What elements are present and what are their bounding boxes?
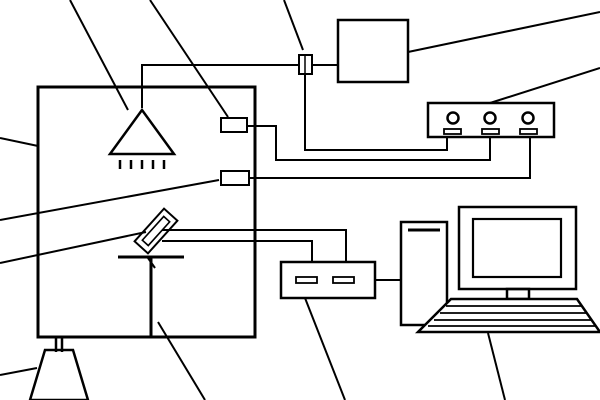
leader-line-computer	[487, 332, 506, 400]
tilted-specimen-icon	[133, 207, 179, 255]
wire-upper-sensor-to-meter	[247, 125, 491, 161]
leader-line-daq	[304, 297, 346, 400]
wire-specimen-to-daq-2	[162, 240, 313, 262]
daq-icon	[279, 260, 377, 300]
wire-specimen-to-daq-1	[162, 229, 347, 262]
three-dial-panel-icon	[426, 101, 556, 139]
table-icon	[118, 255, 184, 337]
leader-line-valve	[283, 0, 304, 51]
controller-box	[336, 18, 410, 84]
leader-line-chamber	[0, 137, 39, 147]
computer-tower	[399, 220, 449, 327]
computer-icon	[399, 205, 600, 334]
leader-line-stand	[157, 321, 206, 400]
nozzle-icon	[107, 107, 177, 169]
leader-line-controller	[407, 11, 600, 53]
leader-line-upper-sensor	[149, 0, 229, 118]
computer-keyboard	[414, 297, 600, 334]
upper-sensor-icon	[220, 117, 248, 133]
leader-line-specimen	[0, 231, 147, 264]
test-chamber	[36, 85, 257, 339]
leader-line-lower-sensor	[0, 179, 220, 221]
connection-wires	[141, 64, 531, 281]
leader-line-flask	[0, 367, 38, 376]
wire-lower-sensor-to-meter	[250, 137, 531, 179]
wire-valve-to-meter	[304, 74, 448, 151]
flask-icon	[28, 337, 90, 400]
lower-sensor-icon	[220, 170, 250, 186]
leader-line-nozzle	[69, 0, 129, 111]
computer-monitor	[457, 205, 578, 291]
wire-nozzle-to-valve	[141, 64, 300, 108]
leader-line-meter-panel	[489, 67, 600, 104]
valve-icon	[298, 54, 313, 75]
